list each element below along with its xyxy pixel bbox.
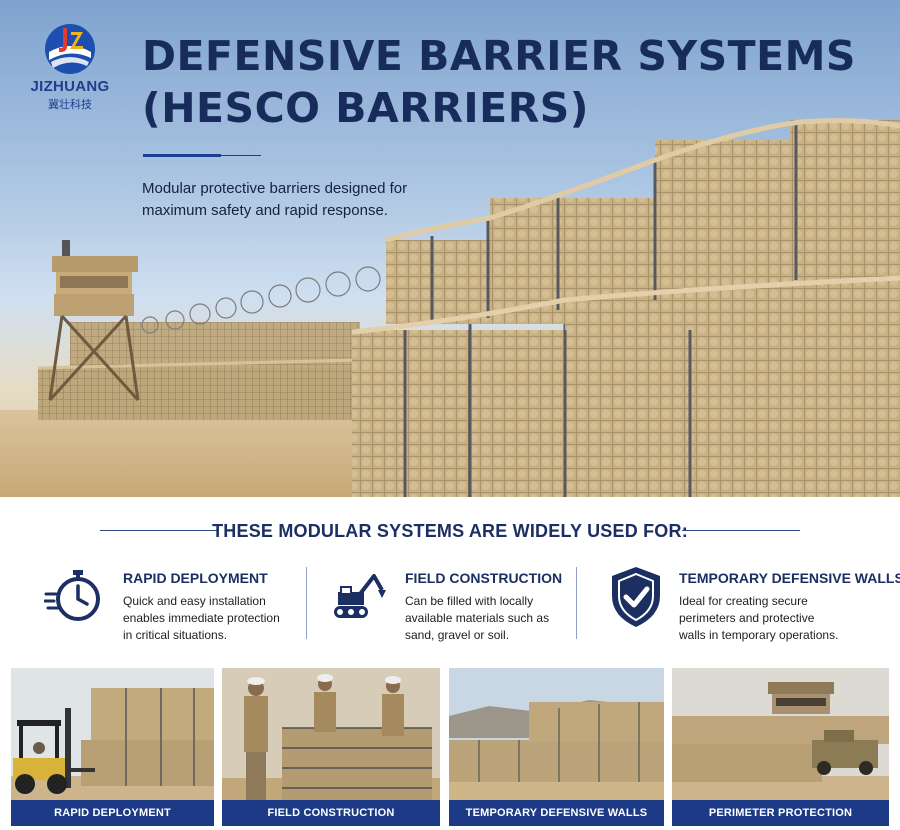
feature-divider <box>306 567 307 639</box>
feature-title: FIELD CONSTRUCTION <box>405 570 563 586</box>
feature-title: TEMPORARY DEFENSIVE WALLS <box>679 570 900 586</box>
hero-banner: JIZHUANG 冀壮科技 DEFENSIVE BARRIER SYSTEMS … <box>0 0 900 497</box>
gallery-caption: RAPID DEPLOYMENT <box>11 800 214 826</box>
gallery-tile-temporary-walls: TEMPORARY DEFENSIVE WALLS <box>449 668 664 826</box>
gallery-tile-field-construction: FIELD CONSTRUCTION <box>222 668 440 826</box>
brand-logo-icon <box>45 24 95 74</box>
stopwatch-icon <box>44 570 100 621</box>
uses-heading: THESE MODULAR SYSTEMS ARE WIDELY USED FO… <box>212 521 688 541</box>
brand-logo: JIZHUANG 冀壮科技 <box>22 22 118 112</box>
gallery-caption: FIELD CONSTRUCTION <box>222 800 440 826</box>
excavator-icon <box>334 574 386 618</box>
title-underline-thin <box>221 155 261 156</box>
feature-title: RAPID DEPLOYMENT <box>123 570 268 586</box>
heading-rule-left <box>100 530 218 531</box>
hero-barrier-photo <box>0 118 900 497</box>
gallery-tile-rapid-deployment: RAPID DEPLOYMENT <box>11 668 214 826</box>
page-title-line2: (HESCO BARRIERS) <box>142 84 590 132</box>
uses-heading-row: THESE MODULAR SYSTEMS ARE WIDELY USED FO… <box>0 517 900 545</box>
feature-field-construction: FIELD CONSTRUCTION Can be filled with lo… <box>330 562 570 652</box>
gallery-tile-perimeter-protection: PERIMETER PROTECTION <box>672 668 889 826</box>
gallery-caption: PERIMETER PROTECTION <box>672 800 889 826</box>
feature-temporary-walls: TEMPORARY DEFENSIVE WALLS Ideal for crea… <box>608 562 900 652</box>
feature-desc: Can be filled with locally available mat… <box>405 594 550 642</box>
gallery-caption: TEMPORARY DEFENSIVE WALLS <box>449 800 664 826</box>
hero-subtitle: Modular protective barriers designed for… <box>142 180 408 219</box>
feature-divider <box>576 567 577 639</box>
title-underline <box>143 154 221 157</box>
shield-check-icon <box>612 567 660 627</box>
heading-rule-right <box>682 530 800 531</box>
brand-name: JIZHUANG <box>30 78 110 95</box>
page-title: DEFENSIVE BARRIER SYSTEMS (HESCO BARRIER… <box>142 30 862 134</box>
feature-desc: Quick and easy installation enables imme… <box>123 594 280 642</box>
brand-name-cn: 冀壮科技 <box>48 98 92 111</box>
page-title-line1: DEFENSIVE BARRIER SYSTEMS <box>142 32 856 80</box>
feature-desc: Ideal for creating secure perimeters and… <box>679 594 839 642</box>
feature-rapid-deployment: RAPID DEPLOYMENT Quick and easy installa… <box>44 562 294 652</box>
